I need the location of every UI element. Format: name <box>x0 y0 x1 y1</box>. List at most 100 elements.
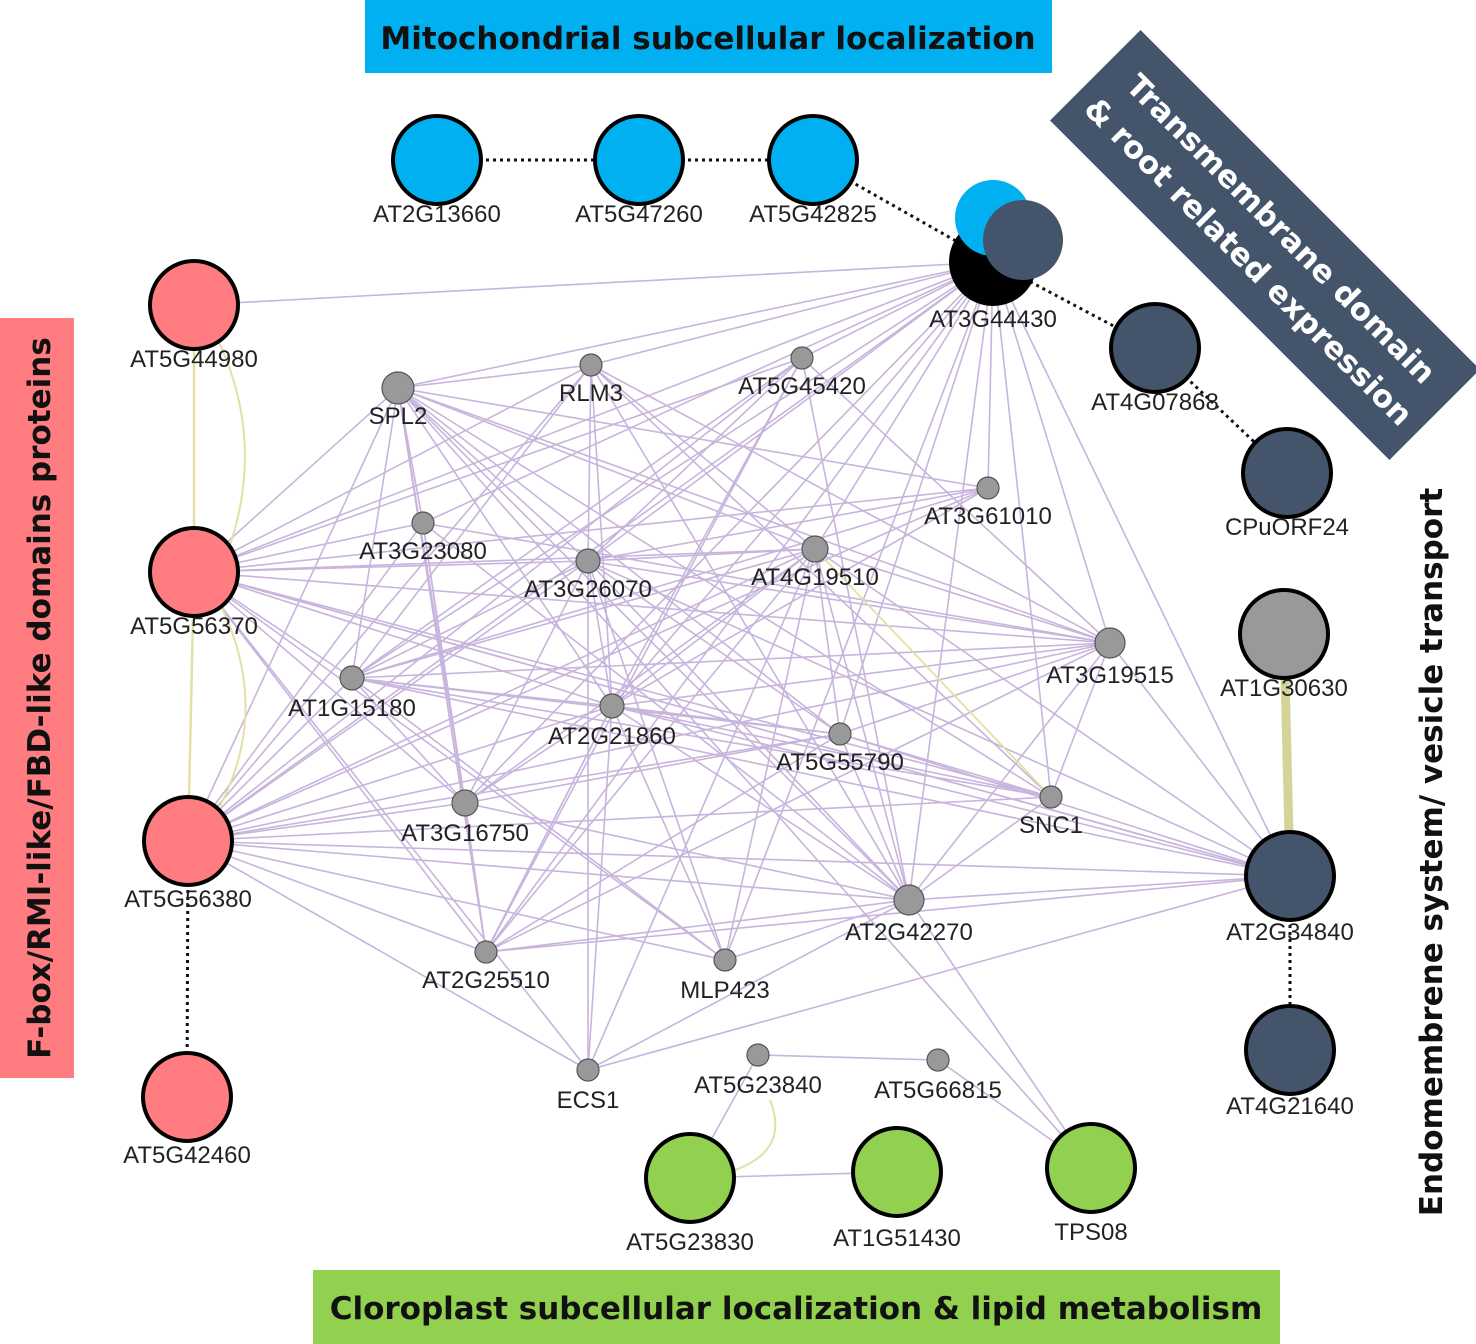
interaction-edge <box>587 899 910 1071</box>
node-tps08[interactable] <box>1045 1122 1137 1214</box>
node-at3g16750[interactable] <box>451 789 479 817</box>
node-at5g44980[interactable] <box>148 259 240 351</box>
node-label-tps08: TPS08 <box>1054 1219 1127 1246</box>
interaction-edge <box>187 642 1111 842</box>
node-label-at3g26070: AT3G26070 <box>524 576 652 603</box>
node-rlm3[interactable] <box>579 353 603 377</box>
interaction-edge <box>193 548 816 573</box>
node-ecs1[interactable] <box>576 1058 600 1082</box>
network-nodes <box>141 114 1336 1224</box>
node-at5g23840[interactable] <box>746 1043 770 1067</box>
node-at5g47260[interactable] <box>593 114 685 206</box>
interaction-edge <box>397 387 910 901</box>
node-at5g56370[interactable] <box>148 526 240 618</box>
interaction-edge <box>908 261 994 901</box>
node-at3g61010[interactable] <box>976 476 1000 500</box>
node-label-at3g23080: AT3G23080 <box>359 538 487 565</box>
interaction-edge <box>814 548 1291 877</box>
interaction-edge <box>587 560 841 735</box>
node-at3g19515[interactable] <box>1094 627 1126 659</box>
interaction-edge <box>193 364 592 573</box>
node-at5g23830[interactable] <box>644 1132 736 1224</box>
node-at5g42825[interactable] <box>767 114 859 206</box>
interaction-edge <box>397 387 1092 1169</box>
coexpression-arc <box>734 1099 777 1171</box>
interaction-edge <box>587 875 1291 1071</box>
interaction-edge <box>587 560 1291 877</box>
fbox-group-banner: F-box/RMI-like/FBD-like domains proteins <box>0 318 74 1078</box>
interaction-edge <box>992 261 1291 877</box>
node-label-at2g42270: AT2G42270 <box>845 919 973 946</box>
interaction-edge <box>187 840 589 1071</box>
node-at4g07868[interactable] <box>1109 302 1201 394</box>
node-mlp423[interactable] <box>713 948 737 972</box>
node-at2g21860[interactable] <box>599 693 625 719</box>
node-at5g56380[interactable] <box>142 795 234 887</box>
node-label-at5g47260: AT5G47260 <box>575 201 703 228</box>
node-label-at5g42825: AT5G42825 <box>749 201 877 228</box>
interaction-edge <box>193 571 589 1071</box>
interaction-edge <box>587 560 613 707</box>
node-label-at3g44430: AT3G44430 <box>929 306 1057 333</box>
node-label-at2g13660: AT2G13660 <box>373 201 501 228</box>
chloroplast-banner-bg <box>313 1270 1280 1344</box>
node-at3g26070[interactable] <box>575 548 601 574</box>
chloroplast-group-label: Cloroplast subcellular localization & li… <box>330 1291 1263 1327</box>
chloroplast-group-banner: Cloroplast subcellular localization & li… <box>313 1270 1280 1344</box>
interaction-edge <box>351 677 466 804</box>
mitochondrial-group-label: Mitochondrial subcellular localization <box>380 21 1035 57</box>
node-at5g42460[interactable] <box>141 1051 233 1143</box>
node-cpuorf24[interactable] <box>1241 427 1333 519</box>
node-at1g15180[interactable] <box>339 665 365 691</box>
node-at2g34840[interactable] <box>1244 830 1336 922</box>
interaction-edge <box>908 796 1052 901</box>
node-label-snc1: SNC1 <box>1019 812 1083 839</box>
interaction-edge <box>464 548 816 804</box>
node-at5g45420[interactable] <box>790 346 814 370</box>
network-edges <box>186 261 1295 1179</box>
interaction-edge <box>1050 642 1111 798</box>
interaction-edge <box>187 733 841 842</box>
interaction-edge <box>187 364 592 842</box>
interaction-edge <box>464 733 841 804</box>
interaction-edge <box>397 387 1052 798</box>
node-at3g23080[interactable] <box>411 511 435 535</box>
interaction-edge <box>814 548 1111 644</box>
interaction-edge <box>351 677 1052 798</box>
interaction-edge <box>193 487 989 573</box>
interaction-edge <box>992 261 1052 798</box>
node-at2g25510[interactable] <box>474 940 498 964</box>
node-label-at5g23830: AT5G23830 <box>626 1229 754 1256</box>
node-at4g19510[interactable] <box>801 535 829 563</box>
fbox-banner-bg <box>0 318 74 1078</box>
interaction-edge <box>187 802 466 842</box>
transmembrane-group-banner: Transmembrane domain & root related expr… <box>1050 30 1476 460</box>
node-at2g42270[interactable] <box>893 884 925 916</box>
interaction-edge <box>908 899 1092 1169</box>
interaction-edge <box>193 571 726 961</box>
node-label-spl2: SPL2 <box>369 403 428 430</box>
interaction-edge <box>839 642 1111 735</box>
interaction-edge <box>422 522 1111 644</box>
node-snc1[interactable] <box>1039 785 1063 809</box>
interaction-edge <box>351 642 1111 679</box>
node-at4g21640[interactable] <box>1244 1004 1336 1096</box>
interaction-edge <box>397 364 592 389</box>
interaction-edge <box>485 899 910 953</box>
node-at1g51430[interactable] <box>851 1126 943 1218</box>
interaction-edge <box>464 802 910 901</box>
node-label-at1g30630: AT1G30630 <box>1220 675 1348 702</box>
node-at2g13660[interactable] <box>391 114 483 206</box>
interaction-edge <box>397 387 816 550</box>
interaction-edge <box>590 364 816 550</box>
interaction-edge <box>801 357 1111 644</box>
node-spl2[interactable] <box>381 371 415 405</box>
node-at5g66815[interactable] <box>926 1048 950 1072</box>
node-at5g55790[interactable] <box>828 722 852 746</box>
coexpression-edge <box>814 548 1052 798</box>
node-at1g30630[interactable] <box>1238 588 1330 680</box>
interaction-edge <box>908 642 1111 901</box>
interaction-edge <box>193 571 1291 877</box>
mitochondrial-banner-bg <box>365 0 1052 73</box>
